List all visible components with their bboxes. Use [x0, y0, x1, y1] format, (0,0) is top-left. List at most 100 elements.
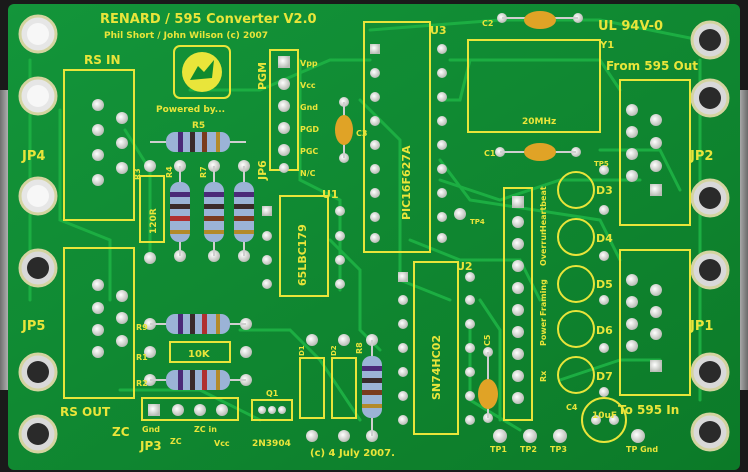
- resistor-r4: [170, 166, 190, 256]
- tp2-label: TP2: [520, 445, 537, 454]
- jp4-outline: [63, 69, 135, 221]
- u2-ref: U2: [456, 260, 473, 273]
- jp3-label: JP3: [139, 439, 162, 453]
- tp3-label: TP3: [550, 445, 567, 454]
- r3-value: 120R: [149, 208, 159, 234]
- d6-outline: [557, 310, 595, 348]
- resistor-r2: [150, 370, 246, 390]
- r5-ref: R5: [192, 121, 205, 131]
- ic-pins: [262, 44, 475, 425]
- tp-gnd-label: TP Gnd: [626, 445, 658, 454]
- icsp-pin-vpp: Vpp: [300, 59, 318, 68]
- r4-ref: R4: [165, 166, 174, 178]
- d2-ref: D2: [330, 345, 338, 356]
- led-label-heartbeat: Heartbeat: [539, 186, 548, 232]
- u3-part: PIC16F627A: [400, 145, 413, 220]
- r2-ref: R2: [136, 379, 148, 388]
- led-header-outline: [503, 187, 533, 421]
- d4-ref: D4: [596, 232, 613, 245]
- jp5-label: JP5: [21, 319, 45, 334]
- zc-label: ZC: [112, 425, 130, 439]
- d7-ref: D7: [596, 370, 613, 383]
- r1-outline: [169, 341, 231, 363]
- c1-ref: C1: [484, 149, 496, 158]
- led-label-power: Power: [539, 318, 548, 346]
- jp1-outline: [619, 249, 691, 396]
- mounting-holes: [18, 14, 730, 454]
- y1-outline: [467, 39, 601, 133]
- icsp-pin-gnd: Gnd: [300, 103, 318, 112]
- c5-ref: C5: [483, 334, 492, 346]
- capacitor-c5: [478, 352, 498, 418]
- capacitor-c2: [502, 11, 578, 29]
- r1-value: 10K: [188, 349, 211, 360]
- board-credits: Phil Short / John Wilson (c) 2007: [104, 31, 268, 41]
- ul-rating: UL 94V-0: [598, 19, 663, 34]
- led-label-overrun: Overrun: [539, 229, 548, 266]
- icsp-pin-nc: N/C: [300, 169, 316, 178]
- icsp-pin-pgd: PGD: [300, 125, 319, 134]
- q1-ref: Q1: [266, 389, 279, 398]
- u2-outline: [413, 261, 459, 435]
- d5-ref: D5: [596, 278, 613, 291]
- c4-value: 10uF: [592, 411, 617, 421]
- resistor-r8: [362, 340, 382, 436]
- resistor-r5: [150, 132, 246, 152]
- rs-in-label: RS IN: [84, 53, 121, 67]
- jp6-label: JP6: [256, 160, 269, 181]
- r7-ref: R7: [199, 166, 208, 178]
- resistor-r6: [234, 166, 254, 256]
- jp4-label: JP4: [21, 149, 45, 164]
- d2-outline: [331, 357, 357, 419]
- u1-ref: U1: [322, 188, 339, 201]
- capacitor-c1: [500, 143, 576, 161]
- c4-ref: C4: [566, 403, 578, 412]
- r3-outline: [139, 175, 165, 243]
- r9-ref: R9: [136, 323, 148, 332]
- powered-by: Powered by...: [156, 105, 225, 115]
- y1-ref: Y1: [599, 40, 614, 51]
- u3-outline: [363, 21, 431, 253]
- jp1-label: JP1: [689, 319, 713, 334]
- d1-outline: [299, 357, 325, 419]
- hand-logo-icon: [182, 52, 222, 92]
- c4-outline: [581, 397, 627, 443]
- zc-gnd-label: Gnd: [142, 425, 160, 434]
- icsp-pin-vcc: Vcc: [300, 81, 316, 90]
- pgm-label: PGM: [256, 62, 269, 90]
- zc-zc-label: ZC: [170, 437, 182, 446]
- r3-ref: R3: [133, 168, 142, 180]
- d1-ref: D1: [298, 345, 306, 356]
- board-date: (c) 4 July 2007.: [310, 448, 395, 459]
- board-title: RENARD / 595 Converter V2.0: [100, 12, 317, 27]
- d6-ref: D6: [596, 324, 613, 337]
- from-595-label: From 595 Out: [606, 59, 698, 73]
- u3-ref: U3: [430, 24, 447, 37]
- led-header-pins: [512, 196, 524, 404]
- r1-ref: R1: [136, 353, 148, 362]
- jp3-outline: [141, 397, 239, 421]
- d5-outline: [557, 265, 595, 303]
- c3-ref: C3: [356, 129, 367, 138]
- q1-outline: [251, 399, 293, 421]
- u1-outline: [279, 195, 329, 297]
- logo-box: [173, 45, 231, 99]
- tp5-label: TP5: [594, 160, 609, 168]
- icsp-pin-pgc: PGC: [300, 147, 318, 156]
- y1-freq: 20MHz: [522, 117, 556, 127]
- d4-outline: [557, 218, 595, 256]
- jp6-pins: [278, 56, 290, 173]
- u1-part: 65LBC179: [296, 224, 309, 286]
- jp2-outline: [619, 79, 691, 226]
- resistor-r9: [150, 314, 246, 334]
- d3-ref: D3: [596, 184, 613, 197]
- tp1-label: TP1: [490, 445, 507, 454]
- zc-vcc-label: Vcc: [214, 439, 230, 448]
- rs-out-label: RS OUT: [60, 405, 111, 419]
- q1-part: 2N3904: [252, 439, 291, 449]
- d7-outline: [557, 356, 595, 394]
- u2-part: SN74HC02: [430, 335, 443, 400]
- d3-outline: [557, 171, 595, 209]
- jp5-outline: [63, 247, 135, 399]
